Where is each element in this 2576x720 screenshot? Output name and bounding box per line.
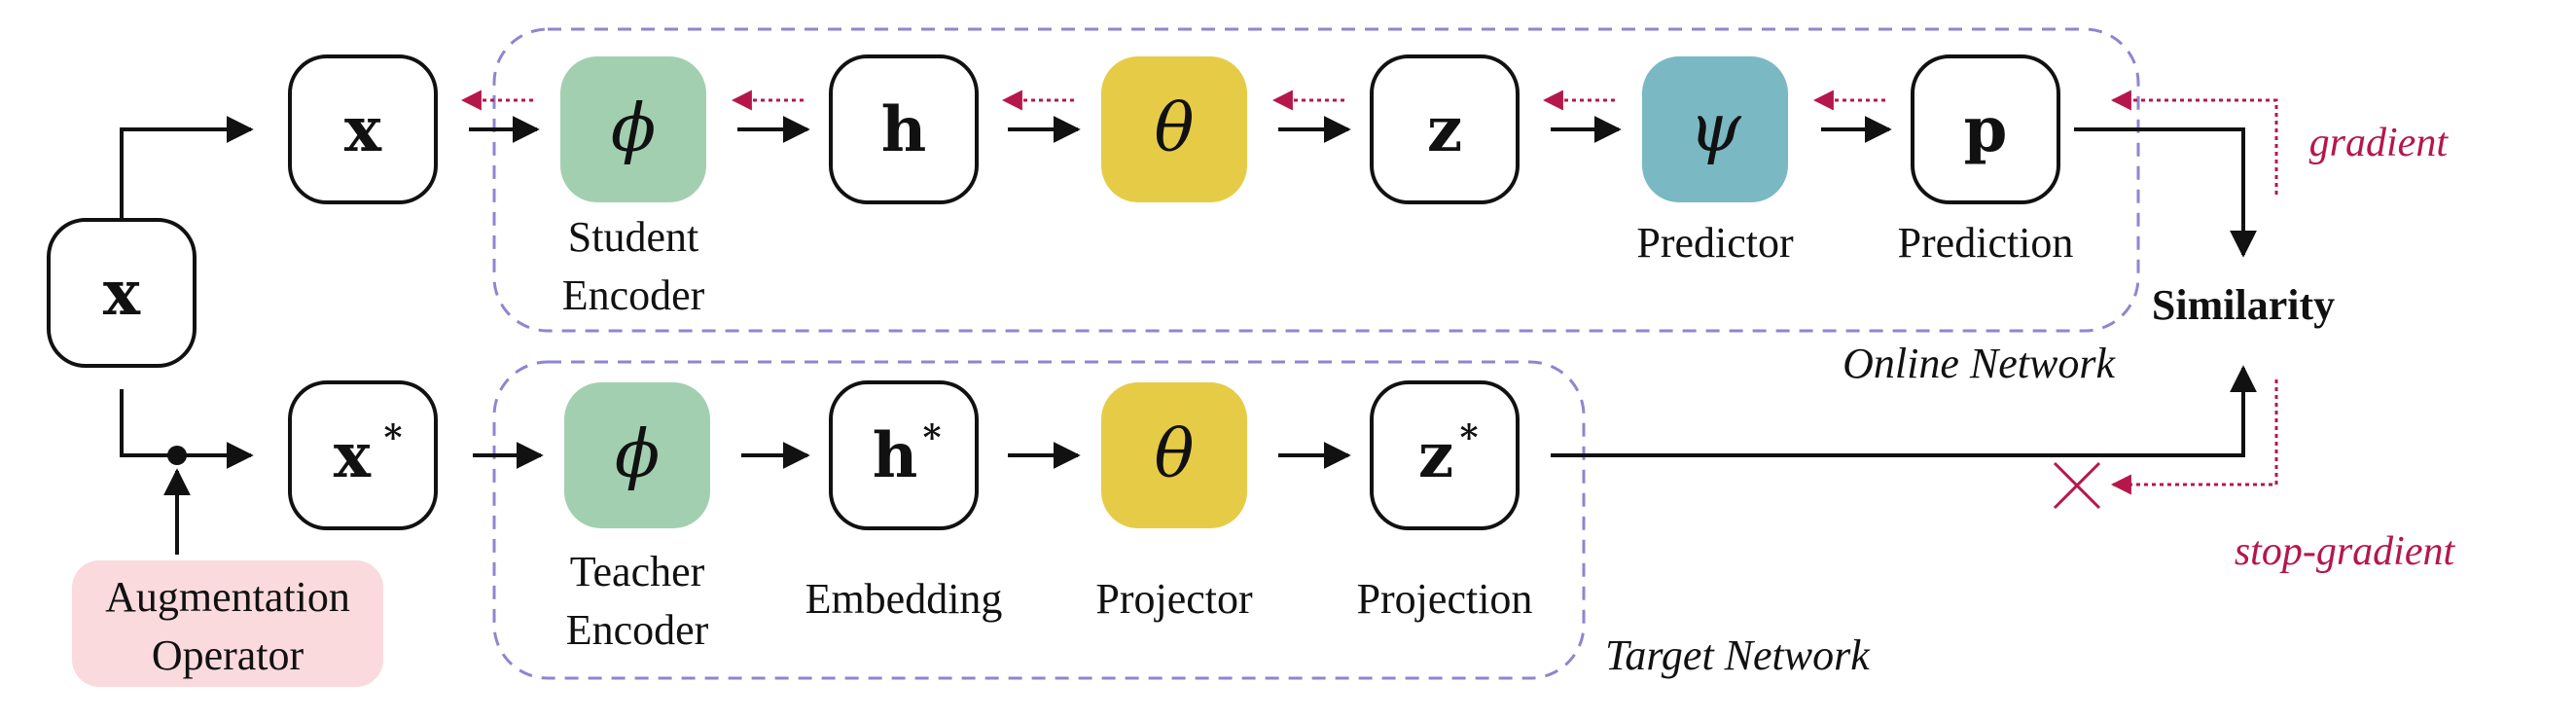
input-x-label: x	[103, 257, 141, 330]
teacher-projector-node: θ	[1101, 382, 1247, 528]
teacher-encoder-node: ϕ	[564, 382, 710, 528]
stop-gradient-label: stop-gradient	[2235, 529, 2456, 574]
z-star-node: z *	[1370, 380, 1520, 530]
x-star-view-node: x *	[288, 380, 438, 530]
student-projector-node: θ	[1101, 56, 1247, 202]
projection-caption: Projection	[1357, 575, 1533, 623]
h-star-superscript: *	[923, 417, 942, 458]
input-x-node: x	[47, 218, 197, 368]
online-network-group	[492, 27, 2140, 333]
gradient-label: gradient	[2309, 121, 2450, 165]
h-star-node: h *	[829, 380, 979, 530]
h-star-label: h	[873, 419, 918, 492]
gradient-arrow-from-similarity	[2110, 90, 2278, 195]
target-network-label: Target Network	[1605, 631, 1871, 679]
online-network-label: Online Network	[1843, 340, 2116, 387]
student-encoder-caption-line2: Encoder	[562, 271, 705, 319]
arrow-z-star-to-similarity	[1551, 365, 2257, 457]
augmentation-label-line1: Augmentation	[105, 573, 350, 621]
predictor-symbol: ψ	[1689, 90, 1741, 167]
similarity-label: Similarity	[2152, 281, 2335, 329]
connector-to-x-star-view	[120, 389, 254, 469]
teacher-projector-symbol: θ	[1155, 416, 1195, 493]
x-view-node: x	[288, 54, 438, 204]
teacher-encoder-symbol: ϕ	[615, 416, 660, 493]
augmentation-label-line2: Operator	[152, 631, 304, 679]
h-label: h	[881, 93, 927, 166]
teacher-encoder-caption-line2: Encoder	[566, 606, 709, 654]
z-star-superscript: *	[1460, 417, 1479, 458]
predictor-caption: Predictor	[1636, 219, 1794, 267]
target-network-group	[492, 360, 1586, 680]
x-star-superscript: *	[384, 417, 403, 458]
x-star-label: x	[334, 419, 372, 492]
student-projector-symbol: θ	[1155, 90, 1195, 167]
x-view-label: x	[344, 93, 382, 166]
connector-to-x-view	[120, 116, 254, 222]
z-label: z	[1427, 93, 1462, 166]
h-node: h	[829, 54, 979, 204]
augmentation-operator-box: Augmentation Operator	[72, 560, 383, 687]
teacher-encoder-caption-line1: Teacher	[570, 548, 705, 595]
student-encoder-symbol: ϕ	[611, 90, 656, 167]
stop-gradient-arrow	[2110, 379, 2278, 495]
stop-gradient-cross-icon	[2053, 461, 2101, 510]
student-encoder-caption-line1: Student	[568, 213, 698, 261]
p-node: p	[1911, 54, 2060, 204]
projector-caption: Projector	[1095, 575, 1253, 623]
z-star-label: z	[1418, 419, 1453, 492]
augmentation-junction	[167, 446, 187, 465]
student-encoder-node: ϕ	[560, 56, 706, 202]
prediction-caption: Prediction	[1898, 219, 2074, 267]
z-node: z	[1370, 54, 1520, 204]
embedding-caption: Embedding	[805, 575, 1003, 623]
predictor-node: ψ	[1642, 56, 1788, 202]
p-label: p	[1964, 93, 2008, 166]
arrow-p-to-similarity	[2074, 127, 2257, 258]
